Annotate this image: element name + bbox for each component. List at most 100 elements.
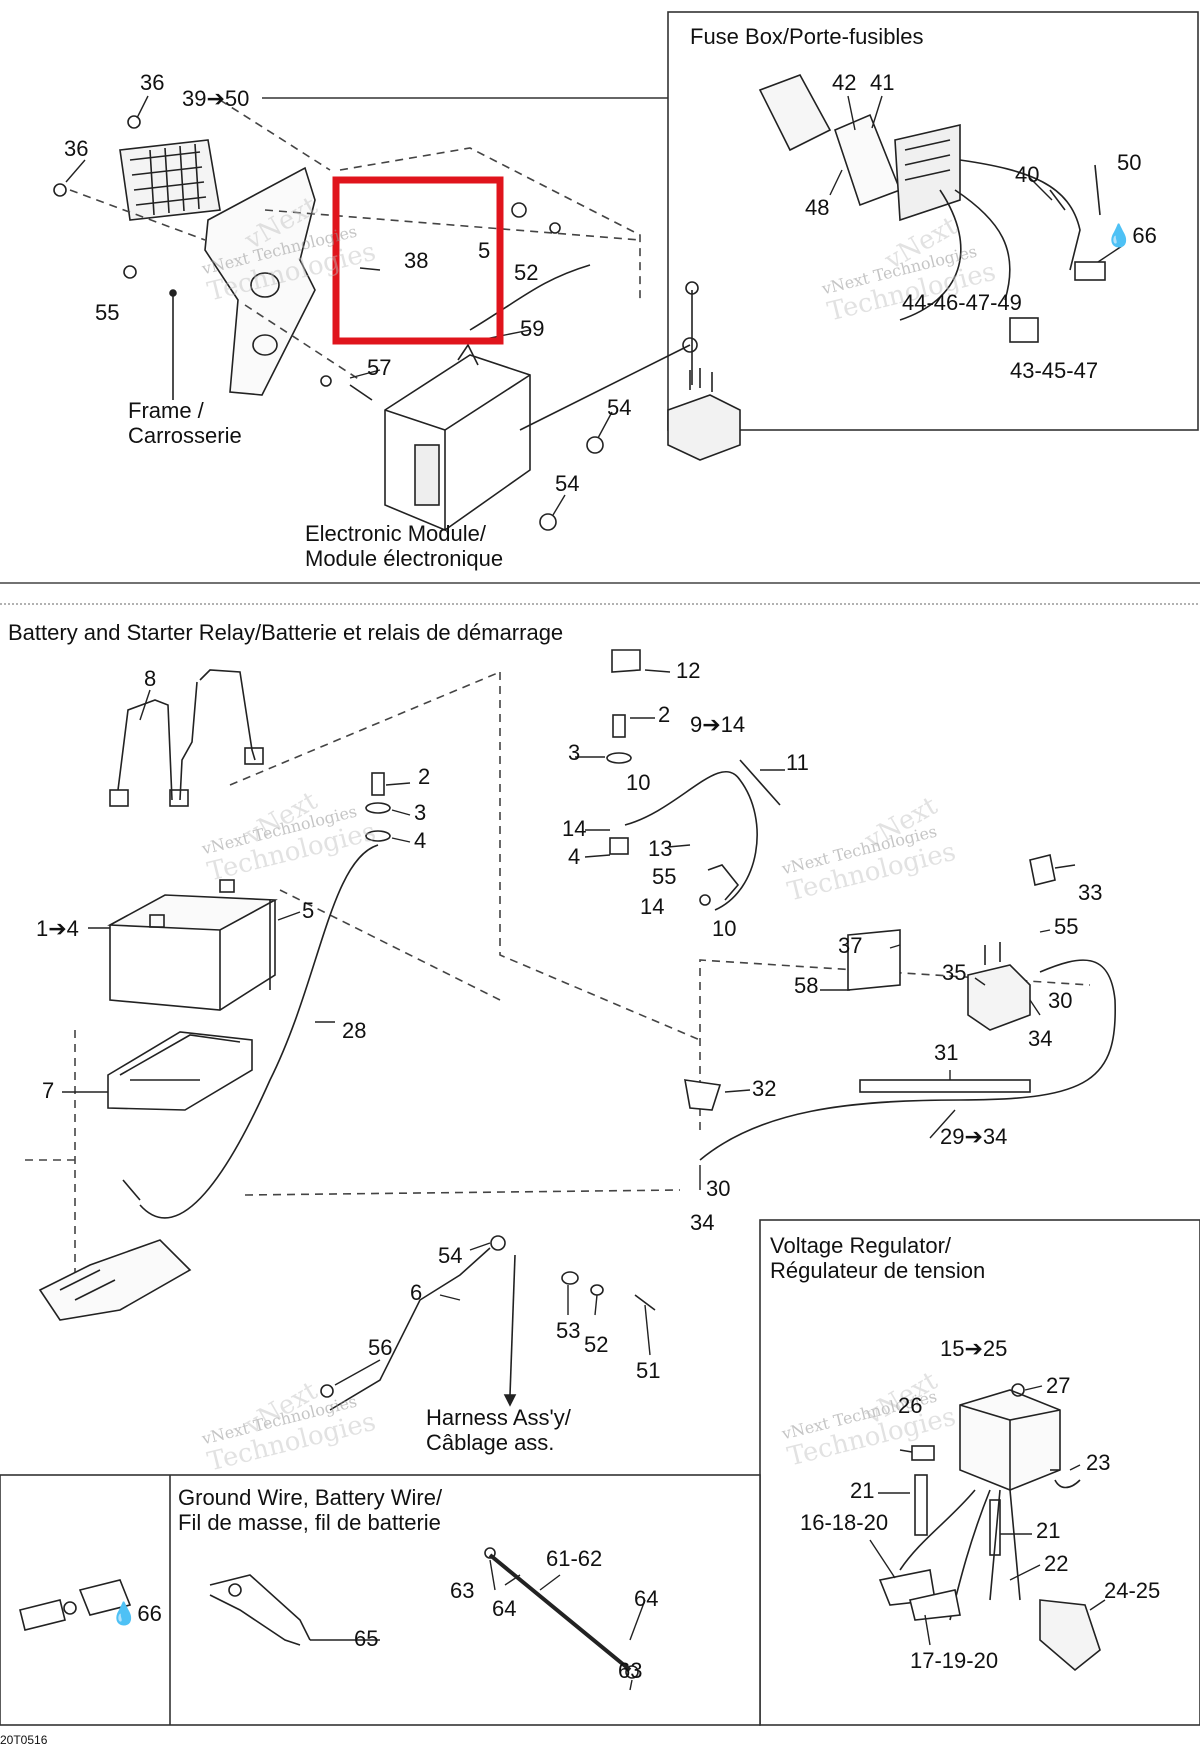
part-label: 63 (450, 1578, 475, 1603)
part-label: 30 (1048, 988, 1073, 1013)
part-label: 5 (478, 238, 491, 263)
part-label: 10 (626, 770, 651, 795)
part-label: 7 (42, 1078, 55, 1103)
part-label: 34 (1028, 1026, 1053, 1051)
highlight-box (332, 176, 504, 345)
ecu-connector-drawing (53, 115, 221, 221)
module-callout: Electronic Module/Module électronique (305, 521, 504, 572)
section-title-fuse-box: Fuse Box/Porte-fusibles (690, 24, 924, 49)
relay-top-drawing (667, 281, 741, 461)
part-label: 26 (898, 1393, 923, 1418)
part-label: 36 (64, 136, 89, 161)
part-label: 53 (556, 1318, 581, 1343)
section-title-ground-wire: Ground Wire, Battery Wire/Fil de masse, … (178, 1485, 443, 1536)
part-label: 10 (712, 916, 737, 941)
part-label: 16-18-20 (800, 1510, 889, 1535)
part-label: 65 (354, 1626, 379, 1651)
part-label: 28 (342, 1018, 367, 1043)
battery-wire-drawing (484, 1547, 639, 1679)
part-label: 42 (832, 70, 857, 95)
starter-relay-drawing (684, 854, 1116, 1161)
part-label: 35 (942, 960, 967, 985)
section-title-regulator: Voltage Regulator/Régulateur de tension (770, 1233, 986, 1284)
crimp-tool-drawing (209, 1574, 311, 1646)
oil-drop-icon: 💧 (1105, 224, 1133, 249)
part-label: 55 (652, 864, 677, 889)
part-label: 37 (838, 933, 863, 958)
part-label: 64 (492, 1596, 517, 1621)
part-label: 56 (368, 1335, 393, 1360)
part-label: 8 (144, 666, 157, 691)
part-label: 30 (706, 1176, 731, 1201)
part-label: 54 (438, 1243, 463, 1268)
part-label: 34 (690, 1210, 715, 1235)
part-label: 21 (850, 1478, 875, 1503)
part-label: 61-62 (546, 1546, 603, 1571)
part-label: 55 (95, 300, 120, 325)
part-label: 15➔25 (940, 1336, 1008, 1361)
part-label: 54 (555, 471, 580, 496)
part-label: 54 (607, 395, 632, 420)
part-label: 2 (658, 702, 671, 727)
terminal-connector-drawing (19, 1579, 132, 1631)
part-label: 3 (414, 800, 427, 825)
part-label: 4 (568, 844, 581, 869)
figure-code: 20T0516 (0, 1733, 48, 1747)
part-label: 23 (1086, 1450, 1111, 1475)
part-label: 29➔34 (940, 1124, 1008, 1149)
part-label: 💧66 (1105, 223, 1157, 249)
part-label: 33 (1078, 880, 1103, 905)
part-label: 9➔14 (690, 712, 746, 737)
part-label: 5 (302, 898, 315, 923)
part-label: 22 (1044, 1551, 1069, 1576)
fuse-box-frame (667, 11, 1199, 431)
part-label: 24-25 (1104, 1578, 1161, 1603)
part-label: 52 (584, 1332, 609, 1357)
part-label: 39➔50 (182, 86, 250, 111)
mounting-bracket-drawing (123, 166, 316, 396)
part-label: 6 (410, 1280, 423, 1305)
part-label: 58 (794, 973, 819, 998)
part-label: 64 (634, 1586, 659, 1611)
electronic-module-drawing (384, 343, 531, 531)
harness-callout: Harness Ass'y/Câblage ass. (426, 1405, 571, 1456)
part-label: 11 (786, 750, 809, 775)
part-label: 40 (1015, 162, 1040, 187)
part-label: 14 (562, 816, 587, 841)
part-label: 14 (640, 894, 665, 919)
part-label: 3 (568, 740, 581, 765)
part-label: 4 (414, 828, 427, 853)
fuse-box-drawing (758, 74, 1106, 343)
part-label: 55 (1054, 914, 1079, 939)
part-label: 1➔4 (36, 916, 79, 941)
part-label: 50 (1117, 150, 1142, 175)
section-title-battery: Battery and Starter Relay/Batterie et re… (8, 620, 564, 645)
part-label: 43-45-47 (1010, 358, 1099, 383)
battery-drawing (107, 879, 278, 1011)
part-label: 21 (1036, 1518, 1061, 1543)
frame-callout: Frame /Carrosserie (128, 398, 242, 449)
part-label: 51 (636, 1358, 661, 1383)
part-label: 32 (752, 1076, 777, 1101)
part-label: 27 (1046, 1373, 1071, 1398)
part-label: 48 (805, 195, 830, 220)
part-label: 31 (934, 1040, 959, 1065)
part-label: 12 (676, 658, 701, 683)
battery-tray-drawing (107, 1031, 253, 1111)
part-label: 36 (140, 70, 165, 95)
part-label: 52 (514, 260, 539, 285)
part-label: 38 (404, 248, 429, 273)
part-label: 17-19-20 (910, 1648, 999, 1673)
part-label: 2 (418, 764, 431, 789)
part-label: 59 (520, 316, 545, 341)
part-label: 57 (367, 355, 392, 380)
oil-drop-icon: 💧 (110, 1602, 138, 1627)
part-label: 13 (648, 836, 673, 861)
battery-straps-drawing (109, 669, 264, 807)
part-label: 44-46-47-49 (902, 290, 1022, 315)
part-label: 63 (618, 1658, 643, 1683)
part-label: 41 (870, 70, 895, 95)
starter-drawing (38, 1239, 192, 1321)
part-label: 💧66 (110, 1601, 162, 1627)
